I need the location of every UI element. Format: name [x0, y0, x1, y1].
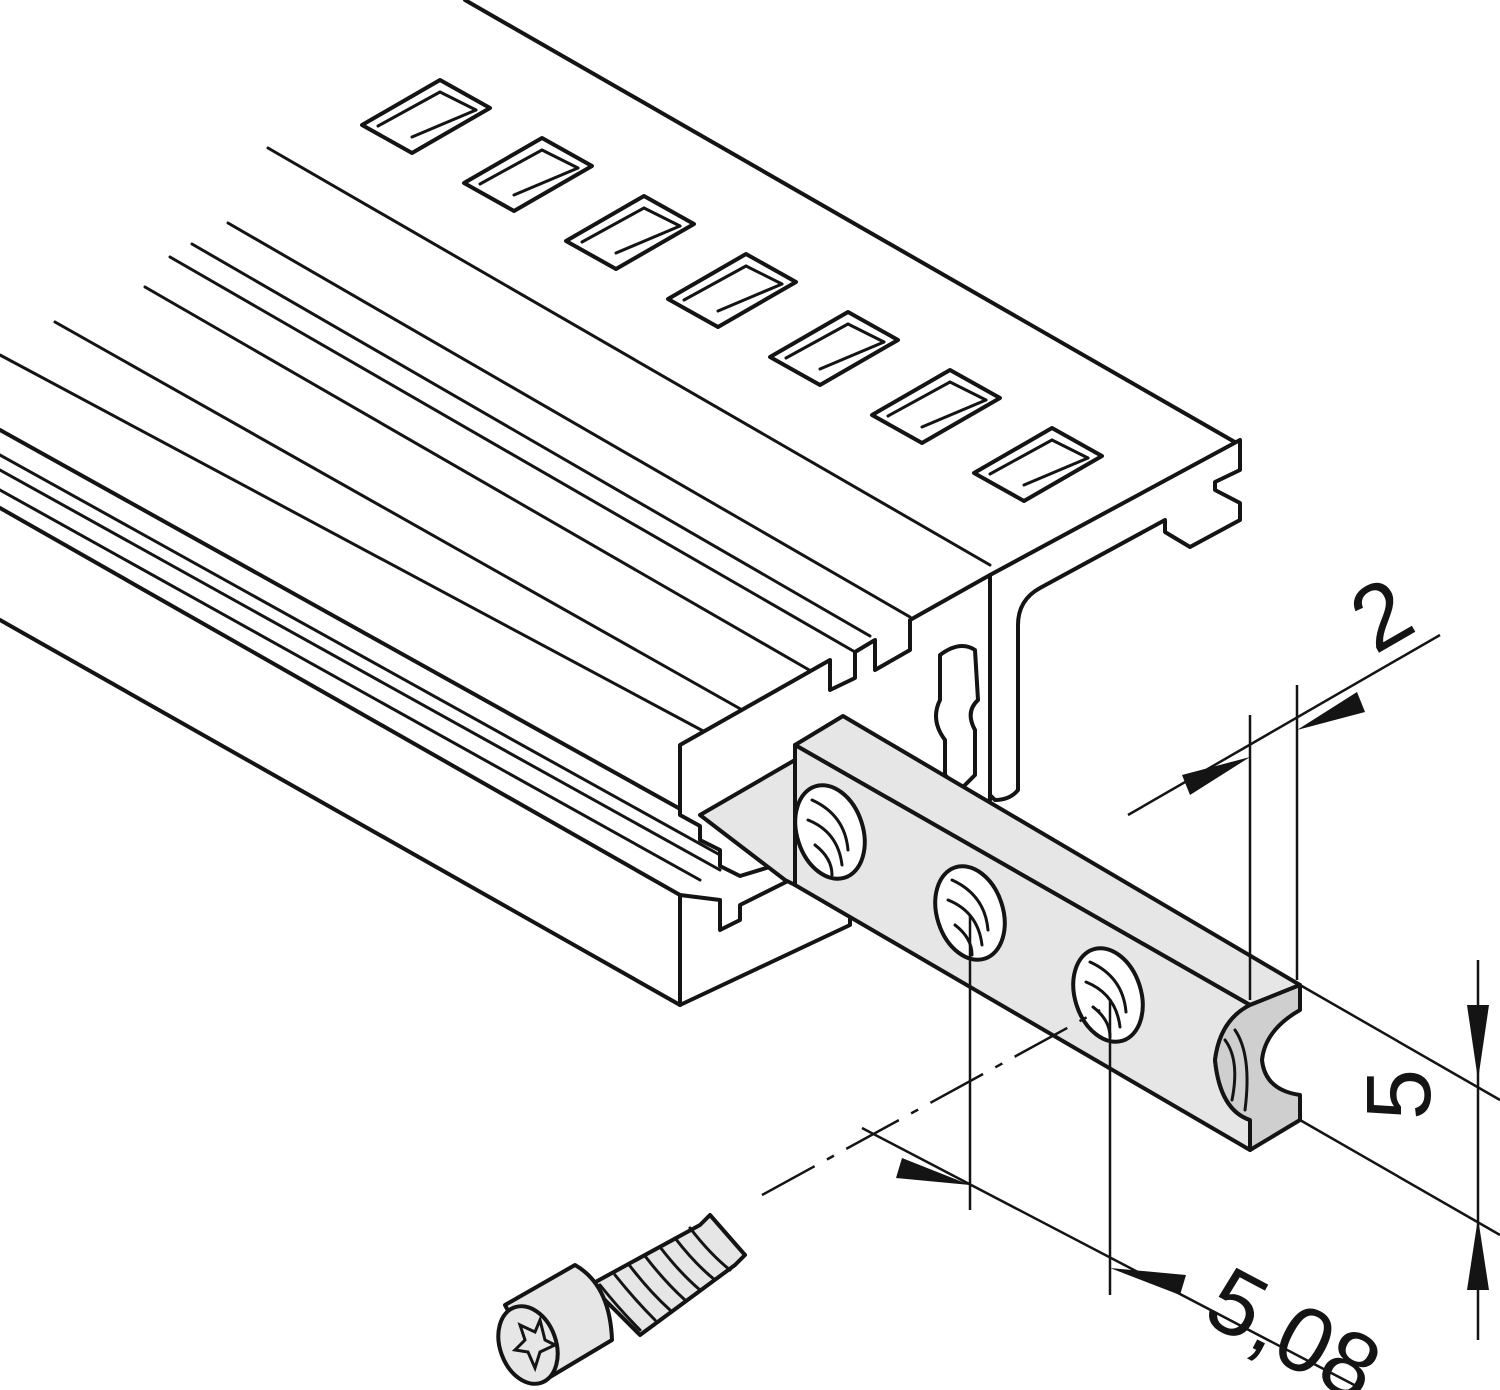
groove-line-3 — [190, 242, 872, 638]
screw-shank-outline — [588, 1213, 747, 1337]
base-bottom-edge — [0, 618, 682, 1007]
lower-tier-line-4 — [0, 488, 702, 882]
lower-tier-line-5 — [0, 506, 682, 897]
dimension-height: 5 — [1299, 960, 1500, 1340]
slot-hole — [564, 194, 696, 271]
slot-hole — [360, 78, 492, 155]
groove-line-5 — [143, 285, 832, 684]
slot-holes — [360, 78, 1104, 503]
strip-hidden-part — [698, 758, 797, 887]
threaded-hole — [933, 864, 1007, 962]
threaded-strip — [698, 714, 1302, 1152]
slot-hole — [870, 368, 1002, 445]
dimension-pitch-label: 5,08 — [1191, 1248, 1397, 1390]
half-hole-thread — [1223, 1028, 1249, 1112]
screw — [496, 1213, 747, 1386]
screw-centre-line — [761, 1008, 1101, 1197]
threaded-hole — [1071, 946, 1145, 1044]
lower-tier-line-2 — [0, 453, 722, 857]
groove-line-2 — [226, 221, 912, 619]
screw-thread-rings — [598, 1226, 732, 1332]
lower-tier-line-1 — [0, 428, 702, 822]
groove-line-7 — [0, 353, 722, 742]
groove-line-6 — [53, 320, 762, 722]
torx-socket-icon — [511, 1315, 559, 1373]
lower-tier-line-3 — [0, 468, 722, 872]
groove-line-1 — [266, 146, 992, 567]
threaded-hole — [793, 783, 867, 881]
slot-hole — [768, 310, 900, 387]
slot-hole — [972, 426, 1104, 503]
groove-line-4 — [168, 255, 857, 654]
profile-inner-slot — [934, 644, 980, 792]
profile-cross-section-upper — [988, 438, 1242, 802]
dimension-height-label: 5 — [1348, 1069, 1450, 1120]
slot-hole — [666, 252, 798, 329]
slot-hole — [462, 136, 594, 213]
rail-back-edge — [463, 0, 1242, 447]
dimension-thickness-label: 2 — [1334, 558, 1429, 672]
